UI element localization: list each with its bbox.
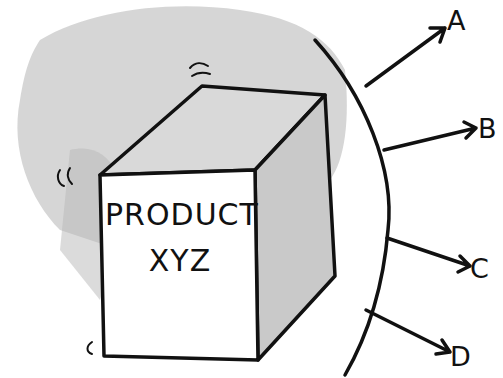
- motion-mark: [190, 63, 210, 76]
- cube-face: [100, 170, 258, 360]
- product-cube: PRODUCT XYZ: [95, 80, 340, 365]
- motion-mark: [58, 168, 72, 186]
- cube-label: PRODUCT XYZ: [105, 192, 255, 284]
- output-label: C: [470, 254, 489, 284]
- output-label: B: [478, 114, 497, 144]
- motion-mark: [88, 342, 93, 354]
- output-label: D: [450, 342, 471, 372]
- arrow: [384, 122, 476, 150]
- output-label: A: [447, 6, 465, 36]
- arrow: [387, 238, 470, 272]
- cube-face: [255, 95, 335, 360]
- arrow: [366, 310, 450, 354]
- arrow: [366, 28, 445, 86]
